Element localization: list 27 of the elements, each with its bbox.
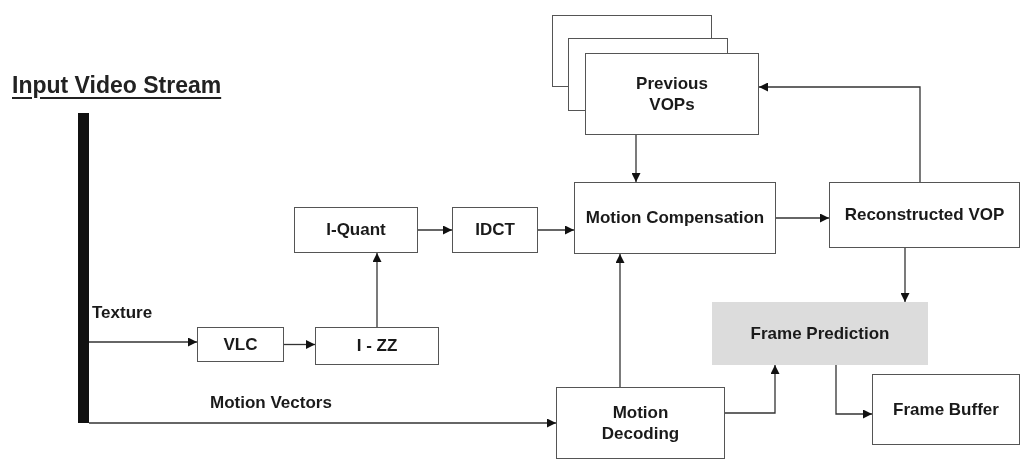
process-box: Motion Decoding [556, 387, 725, 459]
process-box: I-Quant [294, 207, 418, 253]
process-box: Motion Compensation [574, 182, 776, 254]
arrow [372, 252, 382, 328]
diagram-title: Input Video Stream [12, 72, 222, 99]
shaded-process-box: Frame Prediction [712, 302, 928, 365]
arrow [775, 213, 830, 223]
process-box: I - ZZ [315, 327, 439, 365]
stream-bar [78, 113, 89, 423]
arrow [615, 253, 625, 388]
arrow [724, 364, 780, 414]
arrow [537, 225, 575, 235]
arrow [283, 340, 316, 349]
arrow [417, 225, 453, 235]
arrow [835, 364, 873, 419]
process-box: IDCT [452, 207, 538, 253]
process-box: Reconstructed VOP [829, 182, 1020, 248]
arrow [900, 247, 910, 303]
arrow [758, 82, 921, 183]
arrow [88, 418, 557, 428]
arrow [88, 337, 198, 347]
process-box: Previous VOPs [585, 53, 759, 135]
arrow [631, 134, 641, 183]
process-box: VLC [197, 327, 284, 362]
process-box: Frame Buffer [872, 374, 1020, 445]
edge-label: Motion Vectors [210, 393, 332, 413]
edge-label: Texture [92, 303, 153, 323]
